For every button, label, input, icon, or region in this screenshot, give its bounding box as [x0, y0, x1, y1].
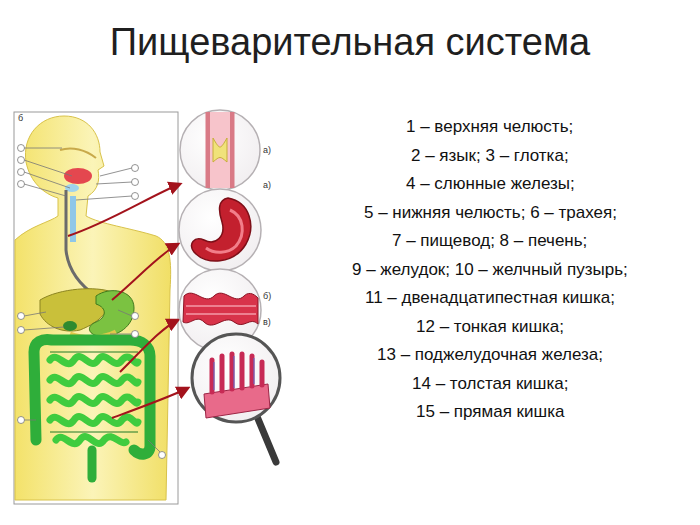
view-letter: в) — [263, 317, 271, 328]
body-silhouette — [15, 116, 171, 500]
view-letter: б — [18, 113, 23, 124]
villi-closeup — [192, 334, 280, 462]
esophagus-closeup — [180, 110, 260, 190]
legend-line: 13 – поджелудочная железа; — [377, 344, 603, 366]
legend-line: 15 – прямая кишка — [416, 401, 564, 423]
legend-line: 1 – верхняя челюсть; — [406, 116, 573, 138]
intestine-outline — [50, 352, 138, 432]
mouth-cavity — [64, 168, 92, 184]
legend-line: 11 – двенадцатипестная кишка; — [365, 287, 615, 309]
view-letter: б) — [263, 291, 271, 302]
legend-line: 5 – нижняя челюсть; 6 – трахея; — [364, 202, 617, 224]
esophagus — [66, 190, 96, 296]
stomach — [89, 291, 134, 337]
legend-line: 9 – желудок; 10 – желчный пузырь; — [352, 259, 628, 281]
figure-panel — [14, 112, 178, 504]
view-letter: а) — [263, 145, 271, 156]
zoom-arrows — [68, 184, 188, 418]
stomach-closeup — [179, 189, 261, 271]
gallbladder — [63, 321, 77, 331]
palate — [60, 148, 96, 158]
legend-line: 7 – пищевод; 8 – печень; — [392, 230, 587, 252]
legend-line: 14 – толстая кишка; — [412, 373, 568, 395]
legend-line: 2 – язык; 3 – глотка; — [411, 145, 569, 167]
small-intestine — [50, 357, 138, 444]
legend-line: 12 – тонкая кишка; — [416, 316, 564, 338]
diagram-title: Пищеварительная система — [0, 20, 700, 64]
legend-line: 4 – слюнные железы; — [406, 173, 575, 195]
callout-leaders — [18, 145, 166, 459]
view-letter: а) — [263, 180, 271, 191]
rectum — [88, 450, 97, 478]
large-intestine — [34, 340, 150, 455]
